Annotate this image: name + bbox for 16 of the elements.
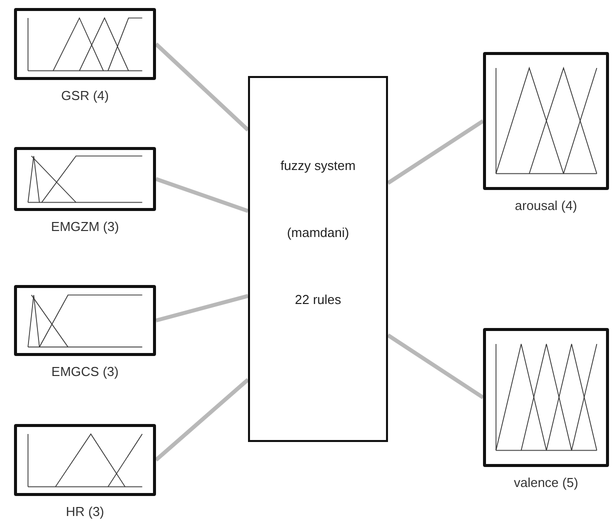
- connector-line: [154, 42, 250, 132]
- connector-line: [386, 334, 484, 400]
- box-label: fuzzy system: [280, 158, 356, 173]
- variable-label: EMGZM (3): [51, 219, 119, 234]
- connector-line: [154, 378, 250, 462]
- box-label: (mamdani): [286, 225, 350, 240]
- variable-label: valence (5): [514, 475, 578, 490]
- variable-label: EMGCS (3): [51, 364, 119, 379]
- variable-label: GSR (4): [61, 88, 109, 103]
- connector-line: [386, 119, 484, 185]
- variable-label: arousal (4): [514, 198, 578, 213]
- process-box: [248, 76, 388, 442]
- connector-line: [155, 294, 249, 322]
- box-label: 22 rules: [294, 292, 342, 307]
- variable-label: HR (3): [66, 504, 104, 519]
- connector-line: [155, 177, 249, 213]
